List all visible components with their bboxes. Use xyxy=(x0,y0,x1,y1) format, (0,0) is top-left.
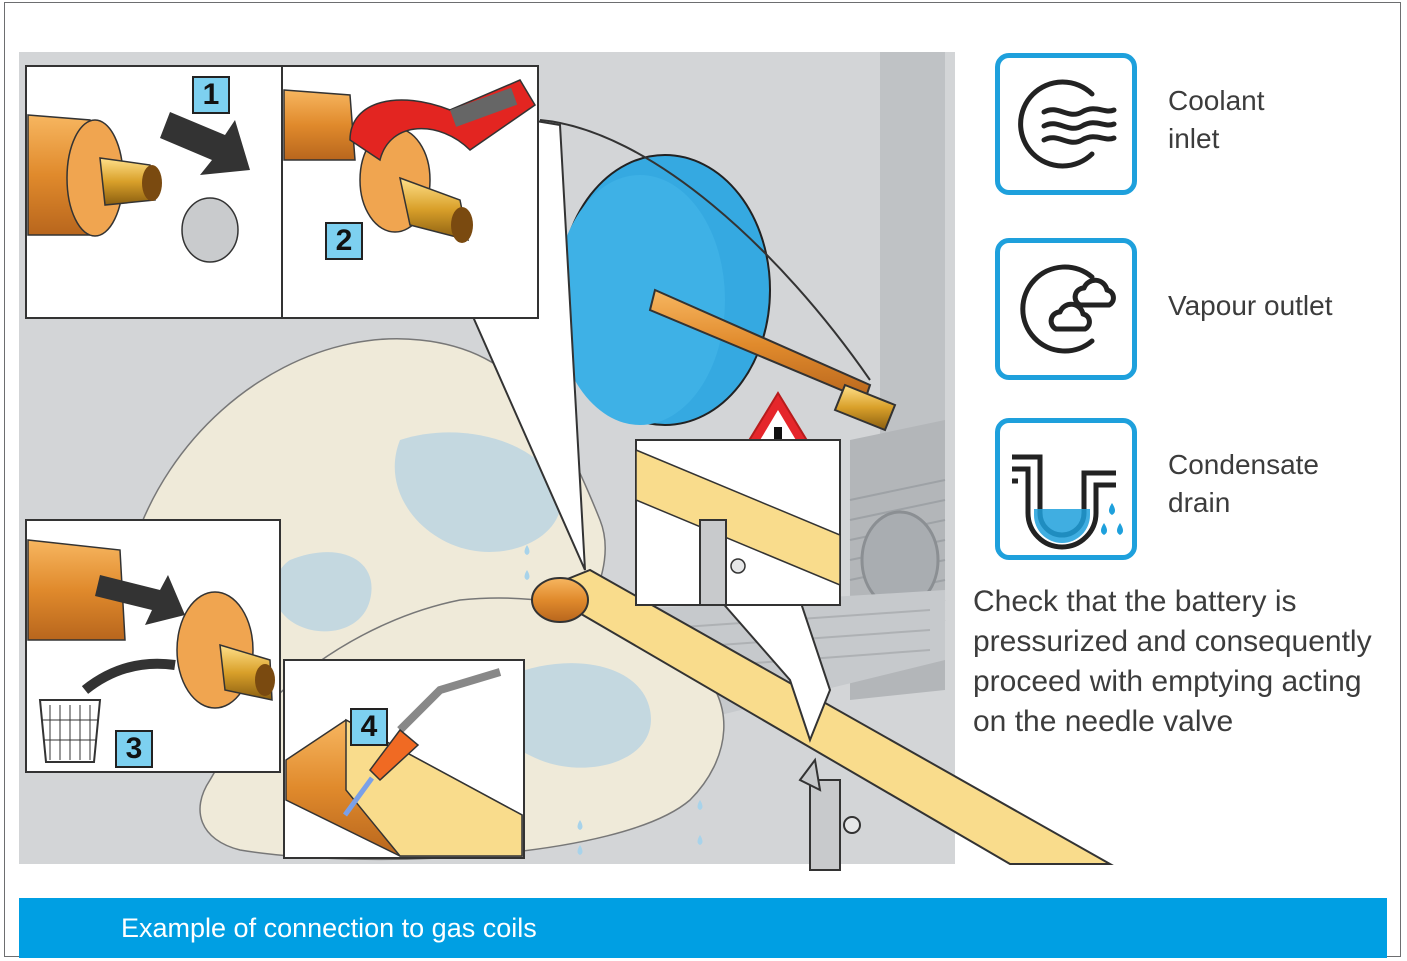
condensate-drain-icon-box xyxy=(995,418,1137,560)
inset-step-1 xyxy=(26,66,282,318)
instruction-note: Check that the battery is pressurized an… xyxy=(973,582,1393,742)
inset-step-4 xyxy=(284,660,524,858)
inset-step-3 xyxy=(26,520,280,772)
step-badge-4: 4 xyxy=(350,708,388,746)
vapour-outlet-label: Vapour outlet xyxy=(1168,287,1333,325)
vapour-outlet-icon xyxy=(1000,243,1132,375)
step-badge-1: 1 xyxy=(192,76,230,114)
step-badge-2: 2 xyxy=(325,222,363,260)
figure-caption: Example of connection to gas coils xyxy=(19,898,1387,958)
condensate-drain-label: Condensate drain xyxy=(1168,446,1319,522)
coolant-inlet-icon-box xyxy=(995,53,1137,195)
inset-step-2 xyxy=(282,66,538,318)
coolant-inlet-icon xyxy=(1000,58,1132,190)
step-badge-3: 3 xyxy=(115,730,153,768)
vapour-outlet-icon-box xyxy=(995,238,1137,380)
coolant-inlet-label: Coolant inlet xyxy=(1168,82,1265,158)
condensate-drain-icon xyxy=(1000,423,1132,555)
